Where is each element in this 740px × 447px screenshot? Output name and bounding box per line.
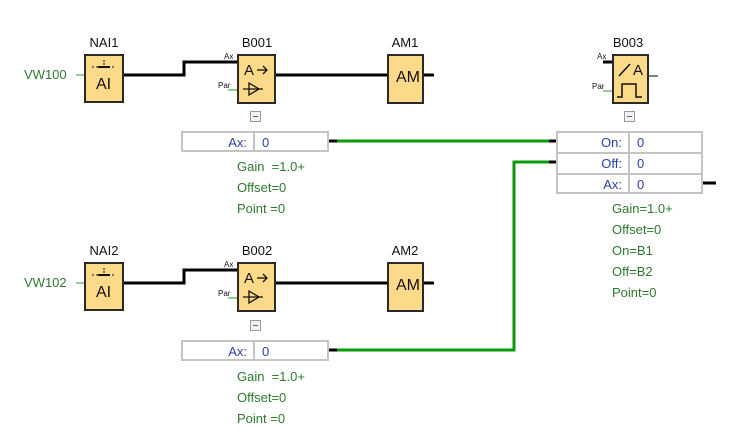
b001-block[interactable]: A [237, 54, 276, 104]
b002-param-offset: Offset=0 [237, 390, 287, 405]
b002-param-row-ax[interactable]: Ax: 0 [183, 342, 327, 361]
b003-title: B003 [612, 35, 644, 50]
b001-param-row-ax[interactable]: Ax: 0 [183, 133, 327, 152]
b003-ax-pin-label: Ax [597, 52, 607, 61]
nai1-symbol: AI [96, 76, 112, 93]
b002-params: Gain =1.0+ Offset=0 Point =0 [237, 366, 305, 429]
svg-text:A: A [244, 270, 254, 287]
analog-threshold-trigger-icon: A [617, 62, 643, 98]
b001-param-offset: Offset=0 [237, 180, 287, 195]
b003-par-pin-label: Par [592, 82, 605, 91]
am2-symbol: AM [396, 277, 420, 294]
b002-block[interactable]: A [237, 262, 276, 312]
b003-block[interactable]: A [612, 54, 649, 104]
vw102-label: VW102 [24, 275, 67, 290]
param-value[interactable]: 0 [637, 135, 645, 150]
param-value[interactable]: 0 [262, 344, 270, 359]
nai1-block[interactable]: AI [84, 54, 124, 103]
svg-text:A: A [244, 62, 254, 79]
b002-param-point: Point =0 [237, 411, 286, 426]
b003-collapse-button[interactable] [624, 111, 635, 122]
am1-symbol: AM [396, 69, 420, 86]
b002-collapse-button[interactable] [250, 320, 261, 331]
b003-param-row-off[interactable]: Off: 0 [558, 154, 701, 175]
param-key: Ax: [183, 342, 255, 361]
analog-input-icon [92, 60, 116, 68]
analog-input-icon [92, 268, 116, 276]
b003-param-gain: Gain=1.0+ [612, 201, 673, 216]
b001-title: B001 [241, 35, 273, 50]
param-value[interactable]: 0 [262, 135, 270, 150]
b002-ax-pin-label: Ax [224, 260, 234, 269]
b002-title: B002 [241, 243, 273, 258]
wire-nai1-b001[interactable] [124, 60, 237, 77]
am1-block[interactable]: AM [387, 54, 424, 104]
b001-ax-pin-label: Ax [224, 52, 234, 61]
b003-param-table: On: 0 Off: 0 Ax: 0 [556, 131, 703, 194]
analog-amplifier-icon: A [243, 270, 268, 305]
b001-collapse-button[interactable] [250, 111, 261, 122]
nai2-title: NAI2 [89, 243, 119, 258]
b001-param-gain: Gain =1.0+ [237, 159, 305, 174]
wire-nai2-b002[interactable] [124, 268, 237, 285]
b003-param-row-ax[interactable]: Ax: 0 [558, 175, 701, 194]
b003-param-offset: Offset=0 [612, 222, 662, 237]
b001-par-pin-label: Par [218, 81, 231, 90]
b002-param-table: Ax: 0 [181, 340, 329, 361]
param-value[interactable]: 0 [637, 177, 645, 192]
param-key: Ax: [558, 175, 630, 194]
b001-param-table: Ax: 0 [181, 131, 329, 152]
am2-block[interactable]: AM [387, 262, 424, 312]
link-b002-ax-to-b003-off[interactable] [337, 160, 549, 352]
param-key: On: [558, 133, 630, 152]
param-key: Off: [558, 154, 630, 173]
b003-params: Gain=1.0+ Offset=0 On=B1 Off=B2 Point=0 [612, 198, 673, 303]
vw100-label: VW100 [24, 67, 67, 82]
analog-amplifier-icon: A [243, 62, 268, 97]
b003-param-point: Point=0 [612, 285, 657, 300]
svg-text:A: A [633, 62, 643, 79]
b003-param-off: Off=B2 [612, 264, 653, 279]
b003-param-on: On=B1 [612, 243, 653, 258]
param-key: Ax: [183, 133, 255, 152]
nai2-symbol: AI [96, 284, 112, 301]
b002-par-pin-label: Par [218, 289, 231, 298]
am1-title: AM1 [391, 35, 419, 50]
b001-params: Gain =1.0+ Offset=0 Point =0 [237, 156, 305, 219]
nai2-block[interactable]: AI [84, 262, 124, 311]
b001-param-point: Point =0 [237, 201, 286, 216]
am2-title: AM2 [391, 243, 419, 258]
b002-param-gain: Gain =1.0+ [237, 369, 305, 384]
nai1-title: NAI1 [89, 35, 119, 50]
param-value[interactable]: 0 [637, 156, 645, 171]
b003-param-row-on[interactable]: On: 0 [558, 133, 701, 154]
